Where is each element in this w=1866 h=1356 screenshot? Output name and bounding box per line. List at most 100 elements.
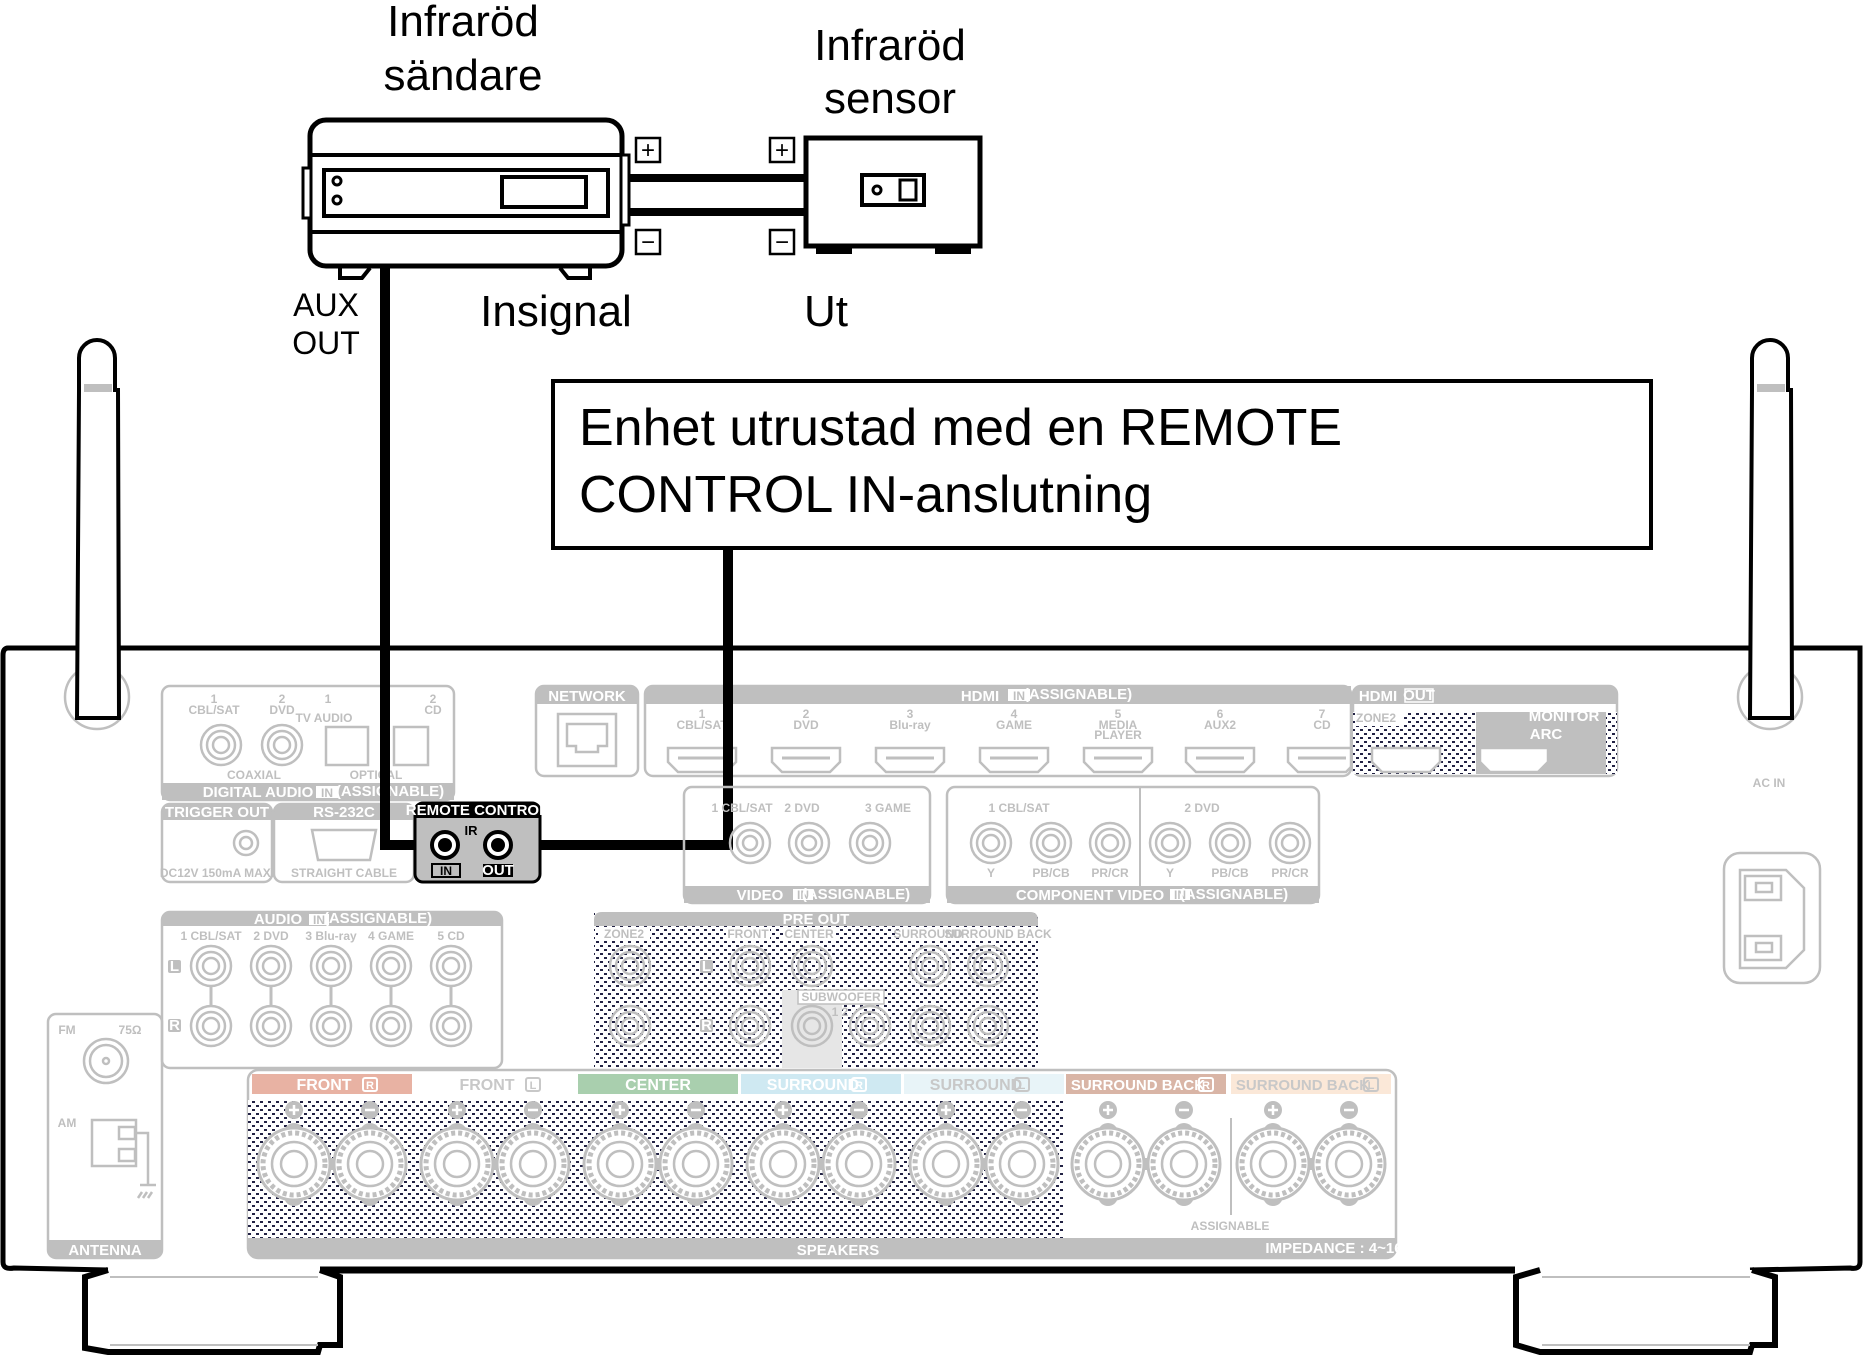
hdmi-in-name: CBL/SAT xyxy=(676,718,728,732)
remote-control-panel: REMOTE CONTROL IR IN OUT xyxy=(406,801,548,884)
svg-text:CENTER: CENTER xyxy=(784,927,834,941)
svg-text:ASSIGNABLE: ASSIGNABLE xyxy=(1191,1219,1270,1233)
hdmi-in-num: 7 xyxy=(1319,707,1326,721)
ir-in-jack[interactable] xyxy=(430,830,460,860)
svg-text:AC IN: AC IN xyxy=(1753,776,1786,790)
svg-text:SUBWOOFER: SUBWOOFER xyxy=(801,990,881,1004)
speaker-side: R xyxy=(1202,1080,1210,1092)
hdmi-in-num: 6 xyxy=(1217,707,1224,721)
speaker-channel-label: SURROUND BACK xyxy=(1236,1077,1370,1094)
speaker-terminal-minus xyxy=(984,1101,1060,1206)
svg-text:IN: IN xyxy=(1174,888,1186,902)
ir-sensor-device xyxy=(803,135,983,254)
speaker-terminal-plus xyxy=(908,1101,984,1206)
video-in-panel: VIDEO IN (ASSIGNABLE) 1 CBL/SAT 2 DVD 3 … xyxy=(682,785,932,905)
hdmi-in-name: CD xyxy=(1313,718,1331,732)
svg-text:IN: IN xyxy=(313,913,325,927)
svg-text:OUT: OUT xyxy=(1403,687,1435,704)
signal-in-label: Insignal xyxy=(480,287,632,336)
svg-text:VIDEO: VIDEO xyxy=(737,887,784,904)
speaker-terminal-plus xyxy=(582,1101,658,1206)
component-jack xyxy=(1268,821,1312,865)
svg-text:COAXIAL: COAXIAL xyxy=(227,768,281,782)
speaker-terminal-minus xyxy=(658,1101,734,1206)
speaker-channel-header xyxy=(1066,1074,1226,1094)
svg-text:OPTICAL: OPTICAL xyxy=(350,768,403,782)
svg-text:2: 2 xyxy=(430,692,437,706)
svg-text:HDMI: HDMI xyxy=(1359,688,1397,705)
hdmi-in-num: 3 xyxy=(907,707,914,721)
hdmi-in-num: 2 xyxy=(803,707,810,721)
svg-text:AUDIO: AUDIO xyxy=(254,911,303,928)
component-jack-label: PB/CB xyxy=(1211,866,1249,880)
svg-text:−: − xyxy=(641,229,655,256)
speaker-channel-label: SURROUND xyxy=(930,1077,1022,1094)
aux-out-label-2: OUT xyxy=(292,325,360,361)
pre-out-jack xyxy=(608,1004,652,1048)
component-jack-label: PR/CR xyxy=(1271,866,1309,880)
svg-text:R: R xyxy=(701,1017,712,1034)
svg-text:CD: CD xyxy=(424,703,442,717)
ir-out-jack[interactable] xyxy=(483,830,513,860)
svg-text:NETWORK: NETWORK xyxy=(548,688,626,705)
antenna-left xyxy=(63,338,131,731)
transmitter-plus-terminal: + xyxy=(634,136,662,164)
svg-text:FRONT: FRONT xyxy=(727,927,769,941)
svg-text:DIGITAL AUDIO: DIGITAL AUDIO xyxy=(203,784,314,801)
speaker-channel: CENTER xyxy=(578,1074,738,1206)
speaker-side: L xyxy=(530,1080,537,1092)
svg-text:1 2: 1 2 xyxy=(832,1005,849,1019)
svg-text:1: 1 xyxy=(325,692,332,706)
speaker-channel-label: SURROUND xyxy=(767,1077,859,1094)
hdmi-in-num: 5 xyxy=(1115,707,1122,721)
component-jack-label: PR/CR xyxy=(1091,866,1129,880)
svg-text:HDMI: HDMI xyxy=(961,688,999,705)
ir-transmitter-label-2: sändare xyxy=(383,51,542,100)
svg-text:2 DVD: 2 DVD xyxy=(1184,801,1220,815)
speaker-side: L xyxy=(1368,1080,1375,1092)
svg-text:PRE OUT: PRE OUT xyxy=(783,911,850,928)
audio-in-jack-right xyxy=(309,1004,353,1048)
hdmi-out-panel: HDMI OUT ZONE2 MONITOR ARC xyxy=(1351,684,1619,778)
audio-in-jack-right xyxy=(429,1004,473,1048)
pre-out-jack xyxy=(608,944,652,988)
pre-out-jack xyxy=(790,944,834,988)
speaker-terminal-plus xyxy=(256,1101,332,1206)
speaker-channel-label: SURROUND BACK xyxy=(1071,1077,1205,1094)
svg-text:IN: IN xyxy=(1013,689,1025,703)
svg-text:(ASSIGNABLE): (ASSIGNABLE) xyxy=(1024,686,1132,703)
speaker-terminal-minus xyxy=(495,1101,571,1206)
svg-text:IN: IN xyxy=(321,786,333,800)
hdmi-in-num: 1 xyxy=(699,707,706,721)
svg-text:ZONE2: ZONE2 xyxy=(1356,711,1396,725)
audio-in-jack-left xyxy=(369,944,413,988)
svg-text:ZONE2: ZONE2 xyxy=(604,927,644,941)
network-port-panel: NETWORK xyxy=(534,684,640,778)
audio-in-jack-right xyxy=(189,1004,233,1048)
hdmi-in-num: 4 xyxy=(1011,707,1018,721)
component-jack xyxy=(969,821,1013,865)
audio-in-jack-left xyxy=(429,944,473,988)
ir-sensor-label-2: sensor xyxy=(824,74,956,123)
audio-in-jack-left xyxy=(189,944,233,988)
svg-text:IN: IN xyxy=(797,888,809,902)
hdmi-in-name: GAME xyxy=(996,718,1032,732)
svg-text:TRIGGER OUT: TRIGGER OUT xyxy=(165,804,269,821)
audio-in-label: 1 CBL/SAT xyxy=(180,929,242,943)
svg-text:ANTENNA: ANTENNA xyxy=(68,1242,141,1259)
ac-in-panel: AC IN xyxy=(1722,776,1822,985)
svg-text:SURROUND BACK: SURROUND BACK xyxy=(944,927,1052,941)
speaker-channel-header xyxy=(578,1074,738,1094)
audio-in-label: 4 GAME xyxy=(368,929,414,943)
svg-text:STRAIGHT CABLE: STRAIGHT CABLE xyxy=(291,866,397,880)
svg-text:DC12V 150mA MAX.: DC12V 150mA MAX. xyxy=(160,866,274,880)
speaker-side: L xyxy=(1019,1080,1026,1092)
